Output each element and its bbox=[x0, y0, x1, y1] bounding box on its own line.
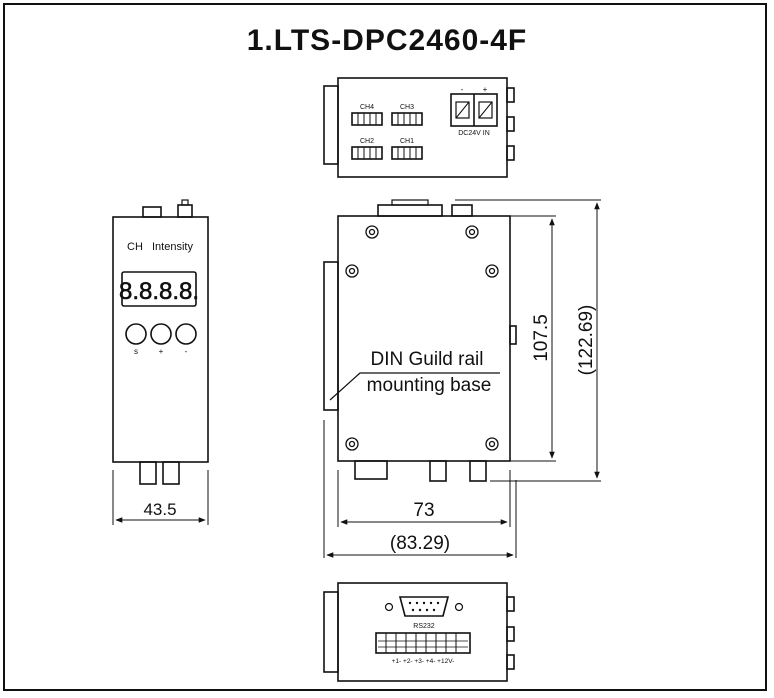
drawing-title: 1.LTS-DPC2460-4F bbox=[246, 24, 528, 57]
s-button-label: s bbox=[134, 347, 138, 356]
total-height-dimension: (122.69) bbox=[576, 305, 597, 376]
front-view-top-connector bbox=[142, 206, 162, 218]
rs232-pins bbox=[408, 601, 440, 612]
front-view-top-terminal bbox=[177, 204, 193, 218]
bottom-view-side-tab bbox=[506, 596, 515, 612]
minus-button-label: - bbox=[185, 347, 188, 356]
side-view-top-terminal bbox=[451, 204, 473, 217]
bottom-view-side-tab bbox=[506, 654, 515, 670]
din-rail-clip bbox=[323, 261, 339, 411]
ch1-connector bbox=[391, 146, 423, 160]
side-view-side-tab bbox=[509, 325, 517, 345]
mounting-screws bbox=[345, 225, 499, 451]
plus-button-label: + bbox=[159, 347, 164, 356]
ch1-label: CH1 bbox=[400, 138, 414, 145]
front-ch-label: CH bbox=[127, 241, 143, 253]
ch2-connector bbox=[351, 146, 383, 160]
side-view-bottom-connector bbox=[354, 460, 388, 480]
top-view bbox=[323, 77, 515, 178]
rs232-label: RS232 bbox=[413, 623, 435, 630]
display-digits: 8.8.8.8. bbox=[119, 278, 199, 305]
power-terminal bbox=[450, 93, 498, 127]
din-rail-label-line1: DIN Guild rail bbox=[371, 349, 484, 370]
rs232-port bbox=[384, 596, 464, 617]
side-width-dimension: 73 bbox=[413, 500, 434, 521]
bottom-view-rail-clip bbox=[323, 591, 339, 673]
top-view-side-tab bbox=[506, 87, 515, 103]
terminal-minus-label: - bbox=[461, 85, 464, 94]
terminal-labels: +1- +2- +3- +4- +12V- bbox=[392, 658, 455, 665]
height-dimension: 107.5 bbox=[531, 314, 552, 362]
minus-button[interactable] bbox=[175, 323, 197, 345]
ch4-connector bbox=[351, 112, 383, 126]
top-view-side-tab bbox=[506, 116, 515, 132]
ch2-label: CH2 bbox=[360, 138, 374, 145]
front-intensity-label: Intensity bbox=[152, 241, 193, 253]
terminal-plus-label: + bbox=[483, 85, 488, 94]
front-view-bottom-connector bbox=[139, 461, 157, 485]
front-view bbox=[112, 199, 209, 525]
plus-button[interactable] bbox=[150, 323, 172, 345]
bottom-view bbox=[323, 582, 515, 682]
bottom-view-side-tab bbox=[506, 626, 515, 642]
side-view-housing bbox=[337, 215, 511, 462]
din-rail-label-line2: mounting base bbox=[367, 375, 492, 396]
top-view-side-tab bbox=[506, 145, 515, 161]
side-view-bottom-connector bbox=[469, 460, 487, 482]
seven-segment-display bbox=[121, 271, 197, 307]
power-input-label: DC24V IN bbox=[458, 130, 490, 137]
drawing-frame bbox=[3, 3, 767, 691]
top-view-rail-clip bbox=[323, 85, 339, 165]
side-view-bottom-connector bbox=[429, 460, 447, 482]
top-view-housing bbox=[337, 77, 508, 178]
side-view bbox=[323, 199, 601, 558]
side-view-top-connector bbox=[377, 204, 443, 217]
ch4-label: CH4 bbox=[360, 104, 374, 111]
ch3-connector bbox=[391, 112, 423, 126]
output-terminal-block bbox=[375, 632, 471, 654]
front-view-bottom-connector bbox=[162, 461, 180, 485]
ch3-label: CH3 bbox=[400, 104, 414, 111]
front-width-dimension: 43.5 bbox=[143, 500, 176, 519]
s-button[interactable] bbox=[125, 323, 147, 345]
total-width-dimension: (83.29) bbox=[390, 533, 450, 554]
